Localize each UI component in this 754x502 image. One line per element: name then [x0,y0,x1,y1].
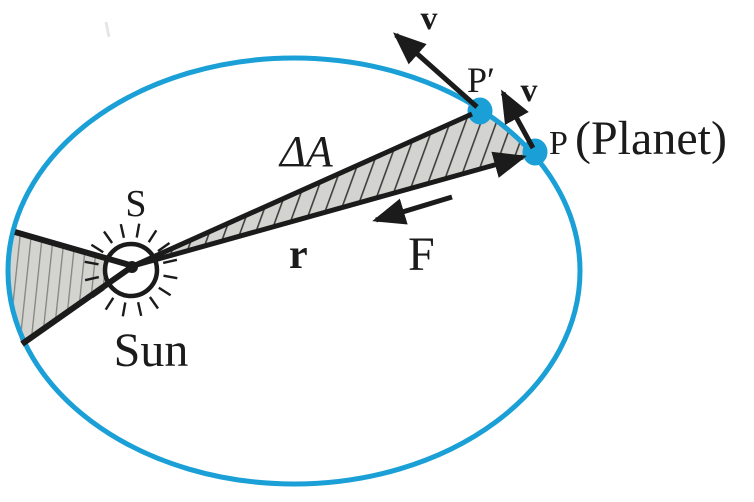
sun-ray [84,260,99,266]
sun-to-p-prime-edge [131,111,474,269]
smudge-artifact [104,21,111,38]
sun-ray [135,223,141,238]
force-arrow [372,194,453,225]
force-label: F [408,228,435,281]
sun-rays [84,223,178,317]
sun-ray [119,223,126,239]
radius-vector-label: r [289,232,308,278]
sun-ray [136,301,143,317]
delta-a-swept-wedge [133,110,535,266]
sun-ray [147,229,158,243]
sun-label: Sun [114,324,189,377]
planet-dot-p [522,138,548,166]
swept-area-label: ΔA [278,127,334,176]
sun-ray [121,302,127,317]
sun-ray [157,242,171,253]
sun-point-label: S [125,183,146,225]
sun-ray [90,243,104,254]
sun-ray [84,275,100,282]
delta-a-wedge-hatch [133,110,535,266]
sun-center-dot [126,261,138,273]
point-p-label: P [549,125,568,162]
velocity-arrow-p-prime [393,32,479,109]
velocity-label-p: v [521,72,538,109]
left-wedge-lower-edge [20,263,135,347]
sun-ray [103,230,114,244]
orbit-ellipse [5,55,583,487]
velocity-arrow-p [500,89,536,150]
sun-ray [148,296,159,310]
velocity-label-p-prime: v [421,0,438,37]
point-p-prime-label: P′ [467,60,495,100]
sun-ray [104,297,115,311]
radius-vector-arrow [132,151,527,269]
sun-ray [158,286,172,297]
sun-ray [162,258,178,265]
sun-ray [163,274,178,280]
planet-name-label: (Planet) [575,112,727,165]
left-wedge-upper-edge [14,229,134,269]
